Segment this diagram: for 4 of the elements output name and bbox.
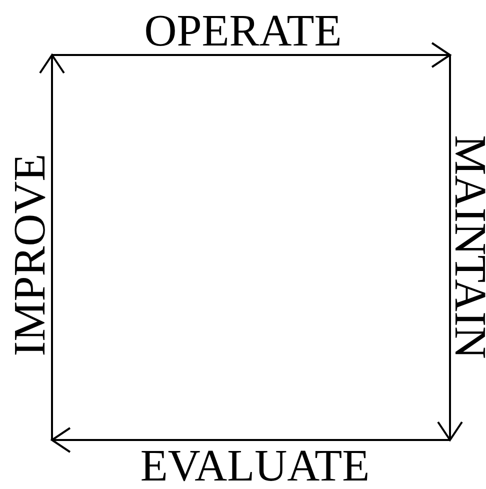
step-label: OPERATE	[144, 8, 342, 54]
step-label: EVALUATE	[140, 444, 370, 488]
step-label: IMPROVE	[8, 154, 52, 356]
step-label: MAINTAIN	[448, 135, 486, 359]
